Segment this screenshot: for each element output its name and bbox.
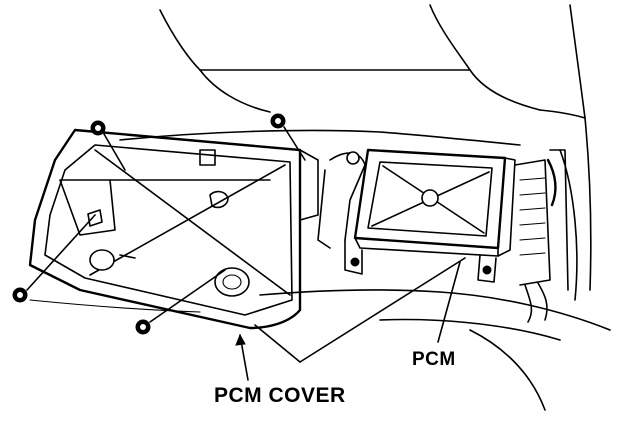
fastener-leader-lines (26, 126, 306, 323)
nut-icon (135, 319, 151, 335)
label-callouts (235, 257, 466, 381)
fasteners (12, 113, 286, 335)
nut-icon (90, 120, 106, 136)
pcm-cover-label: PCM COVER (214, 384, 346, 407)
pcm-module (353, 148, 516, 283)
wiring-harness (514, 149, 569, 323)
pcm-cover-panel (28, 128, 319, 330)
pcm-label: PCM (412, 349, 456, 370)
nut-icon (12, 287, 28, 303)
nut-icon (270, 113, 286, 129)
